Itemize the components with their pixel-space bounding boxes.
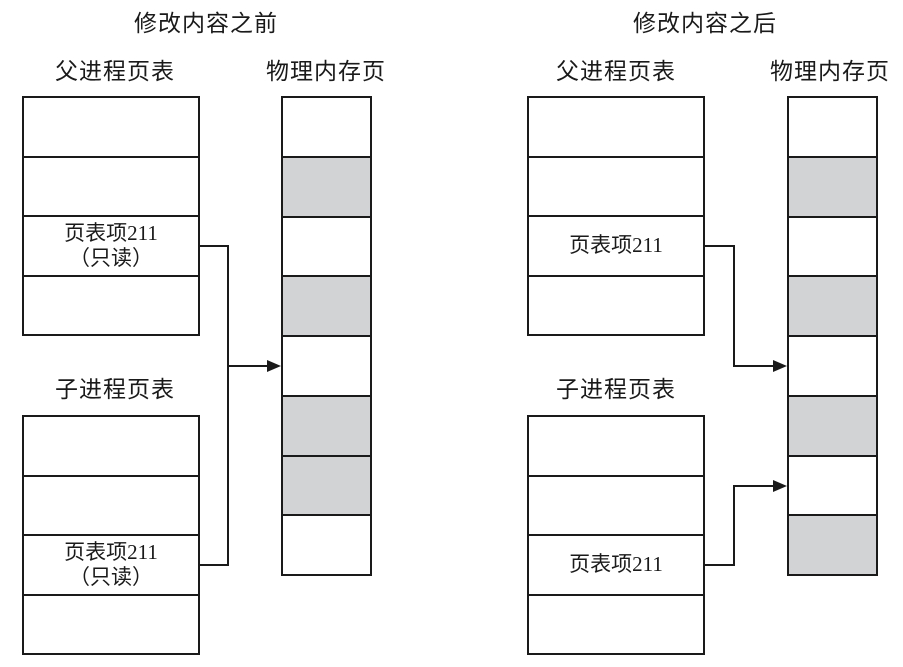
memory-cell (283, 514, 370, 574)
page-table-entry-211: 页表项211 （只读） (24, 215, 198, 275)
memory-cell (789, 155, 876, 216)
arrowhead-icon (267, 360, 281, 372)
page-table-entry-211: 页表项211 (529, 534, 703, 594)
physical-memory-column-before (281, 96, 372, 576)
memory-cell (789, 98, 876, 156)
memory-cell (789, 275, 876, 335)
parent-page-table-label-before: 父进程页表 (55, 59, 175, 84)
page-table-row (24, 98, 198, 156)
page-table-row (24, 474, 198, 535)
page-table-row (529, 98, 703, 156)
page-table-row (529, 417, 703, 475)
memory-cell (789, 394, 876, 455)
entry-label: 页表项211 (569, 552, 663, 577)
child-page-table-after: 页表项211 (527, 415, 705, 655)
entry-label: 页表项211 (64, 220, 158, 245)
memory-cell (283, 454, 370, 515)
page-table-entry-211: 页表项211 (529, 215, 703, 275)
page-table-row (529, 593, 703, 654)
child-page-table-before: 页表项211 （只读） (22, 415, 200, 655)
shared-pointer-wire-before (200, 245, 229, 566)
child-pointer-wire-after (705, 485, 775, 566)
physical-memory-column-after (787, 96, 878, 576)
child-page-table-label-after: 子进程页表 (556, 377, 676, 402)
memory-cell (283, 275, 370, 335)
page-table-row (24, 593, 198, 654)
memory-cell (283, 394, 370, 455)
parent-pointer-wire-after (705, 245, 775, 367)
memory-cell (789, 454, 876, 515)
parent-page-table-label-after: 父进程页表 (556, 59, 676, 84)
memory-cell (789, 514, 876, 574)
page-table-row (529, 155, 703, 216)
entry-label: 页表项211 (569, 233, 663, 258)
parent-page-table-before: 页表项211 （只读） (22, 96, 200, 336)
entry-readonly-note: （只读） (69, 564, 153, 589)
panel-after-title: 修改内容之后 (633, 11, 777, 36)
memory-cell (789, 215, 876, 276)
page-table-entry-211: 页表项211 （只读） (24, 534, 198, 594)
parent-page-table-after: 页表项211 (527, 96, 705, 336)
page-table-row (24, 417, 198, 475)
page-table-row (24, 274, 198, 335)
entry-label: 页表项211 (64, 539, 158, 564)
memory-cell (283, 335, 370, 395)
memory-cell (283, 155, 370, 216)
panel-before-title: 修改内容之前 (134, 11, 278, 36)
page-table-row (24, 155, 198, 216)
physical-memory-label-after: 物理内存页 (770, 59, 890, 84)
child-page-table-label-before: 子进程页表 (55, 377, 175, 402)
arrowhead-icon (773, 360, 787, 372)
memory-cell (789, 335, 876, 395)
page-table-row (529, 274, 703, 335)
memory-cell (283, 98, 370, 156)
entry-readonly-note: （只读） (69, 245, 153, 270)
arrowhead-icon (773, 480, 787, 492)
physical-memory-label-before: 物理内存页 (266, 59, 386, 84)
page-table-row (529, 474, 703, 535)
memory-cell (283, 215, 370, 276)
